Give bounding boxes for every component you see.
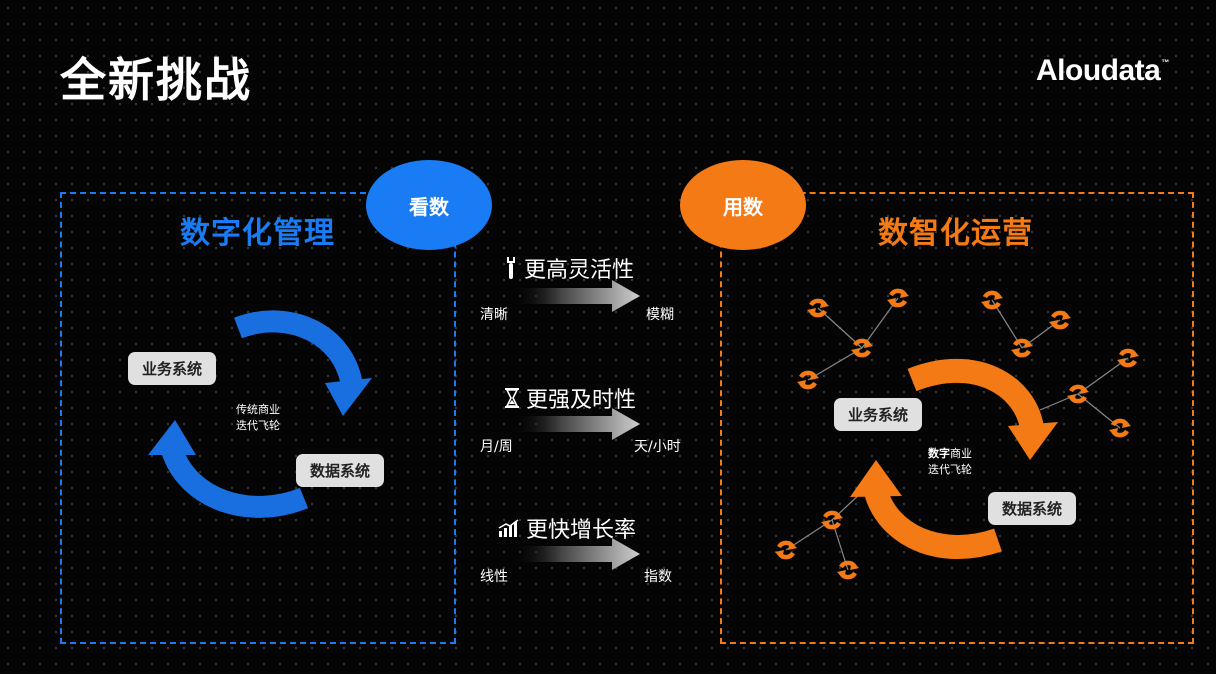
flexibility-to: 模糊	[646, 307, 674, 323]
right-data-system-tag: 数据系统	[988, 492, 1077, 525]
left-business-system-tag: 业务系统	[128, 352, 217, 385]
timeliness-from: 月/周	[480, 439, 513, 455]
growth-label: 更快增长率	[526, 518, 637, 543]
timeliness-to: 天/小时	[634, 439, 681, 455]
growth-chart-icon	[498, 519, 520, 537]
right-caption-bold: 数字	[928, 447, 950, 460]
brand-logo: Aloudata™	[1036, 54, 1169, 88]
left-caption-line2: 迭代飞轮	[236, 419, 280, 432]
left-data-system-tag: 数据系统	[296, 454, 385, 487]
middle-arrows	[518, 280, 640, 570]
digital-management-panel	[60, 192, 456, 644]
intelligent-operations-panel	[720, 192, 1194, 644]
orange-cycle-arrows	[850, 359, 1058, 559]
growth-from: 线性	[480, 569, 508, 585]
slide-title: 全新挑战	[60, 53, 252, 107]
logo-text: Aloudata	[1036, 54, 1161, 87]
timeliness-heading: 更强及时性	[504, 382, 636, 414]
right-panel-title: 数智化运营	[878, 216, 1033, 251]
left-flywheel-caption: 传统商业 迭代飞轮	[236, 402, 280, 434]
right-caption-line1: 数字商业	[928, 446, 972, 462]
growth-to: 指数	[644, 569, 672, 585]
left-panel-title: 数字化管理	[180, 216, 335, 251]
use-data-bubble: 用数	[680, 160, 806, 250]
wrench-icon	[504, 256, 518, 280]
blue-cycle-arrows	[148, 310, 372, 518]
view-data-bubble: 看数	[366, 160, 492, 250]
right-business-system-tag: 业务系统	[834, 398, 923, 431]
right-caption-rest: 商业	[950, 447, 972, 460]
hourglass-icon	[504, 387, 520, 409]
left-caption-line1: 传统商业	[236, 403, 280, 416]
growth-heading: 更快增长率	[498, 512, 636, 544]
flexibility-heading: 更高灵活性	[504, 252, 634, 284]
trademark-mark: ™	[1161, 58, 1169, 67]
flexibility-from: 清晰	[480, 307, 508, 323]
right-flywheel-caption: 数字商业 迭代飞轮	[928, 446, 972, 478]
timeliness-label: 更强及时性	[526, 388, 637, 413]
flexibility-label: 更高灵活性	[524, 258, 635, 283]
right-caption-line2: 迭代飞轮	[928, 463, 972, 476]
